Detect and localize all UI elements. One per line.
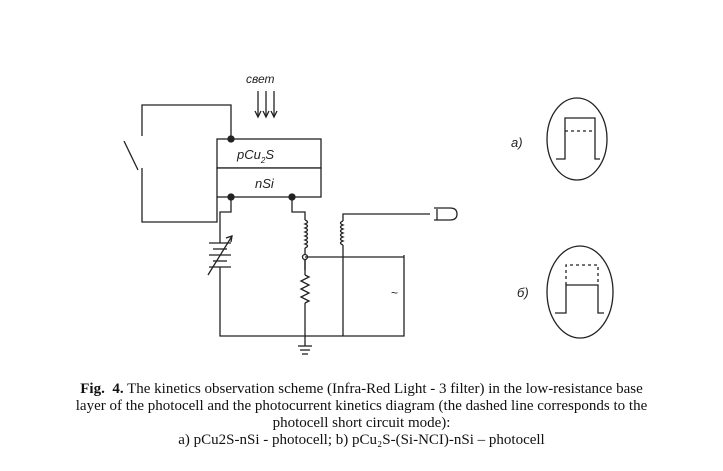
caption-line-2: layer of the photocell and the photocurr… [75, 398, 648, 414]
light-label: свет [246, 72, 275, 86]
fig-number: 4. [112, 381, 124, 397]
transformer-primary-coil-icon [303, 219, 309, 249]
panel-b-dashed-line [565, 264, 599, 285]
panel-a-waveform [556, 117, 600, 160]
figure-caption: Fig. 4. The kinetics observation scheme … [0, 381, 723, 449]
circuit-diagram: свет pCu2S nSi ~ а) б) [123, 72, 614, 355]
caption-line-4: a) pCu2S-nSi - photocell; b) pCu₂S-(Si-N… [178, 432, 545, 448]
light-arrows-icon [254, 91, 278, 119]
variable-battery-icon [207, 235, 233, 276]
panel-b-oval [546, 245, 614, 339]
fig-label: Fig. [80, 381, 105, 397]
transformer-secondary-coil-icon [339, 220, 345, 246]
switch-icon [123, 140, 139, 171]
panel-b-waveform [555, 284, 604, 314]
resistor-icon [299, 274, 311, 304]
caption-line-1: Fig. 4. The kinetics observation scheme … [0, 381, 723, 398]
ac-symbol: ~ [391, 286, 398, 300]
photocell-top-label: pCu2S [236, 147, 274, 165]
photocell-layer-top [216, 138, 322, 169]
caption-line-3: photocell short circuit mode): [272, 415, 451, 431]
panel-a-label: а) [511, 135, 523, 150]
panel-b-label: б) [517, 285, 529, 300]
output-plug-icon [434, 207, 458, 221]
switch-lower-wire [141, 168, 218, 223]
ground-icon [298, 345, 312, 355]
photocell-layer-bottom [216, 167, 322, 198]
panel-a-oval [546, 97, 608, 181]
photocell-bottom-label: nSi [255, 176, 275, 191]
caption-text-1: The kinetics observation scheme (Infra-R… [127, 381, 643, 397]
top-loop-wire [141, 104, 232, 139]
